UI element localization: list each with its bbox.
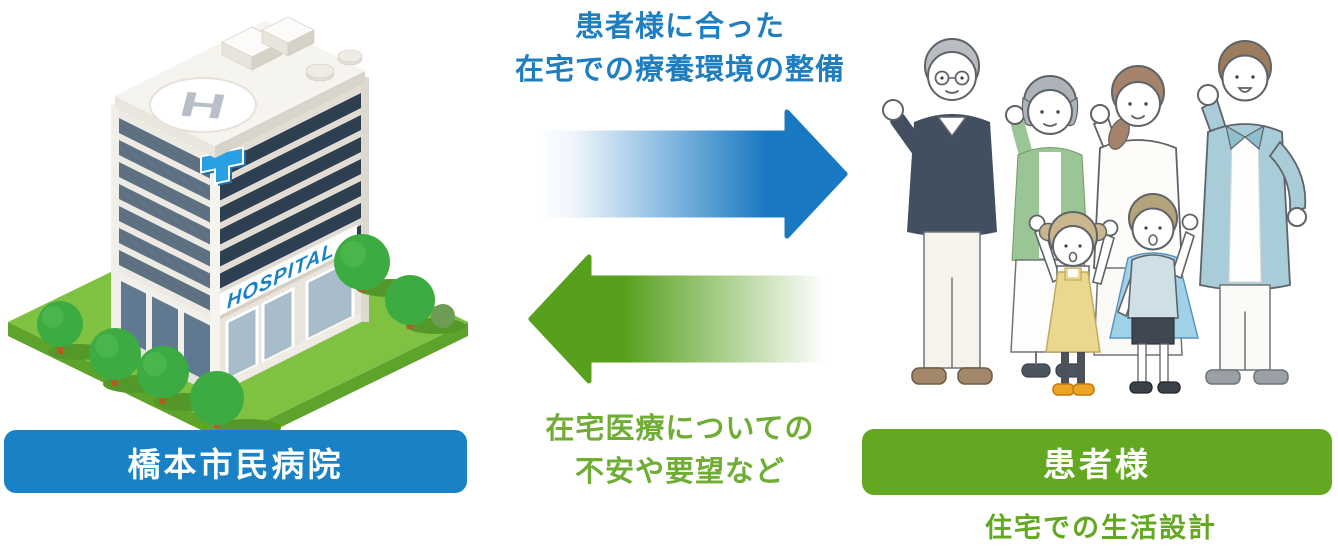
patient-sub-caption: 住宅での生活設計 [985, 513, 1217, 543]
hospital-illustration: HOSPITAL H [8, 16, 468, 430]
family-illustration [882, 38, 1307, 396]
caption-line: 患者様に合った [574, 11, 785, 43]
caption-line: 在宅での療養環境の整備 [514, 54, 845, 86]
person-girl [1028, 211, 1119, 396]
svg-text:H: H [176, 84, 231, 126]
person-grandfather [882, 38, 997, 385]
tree [190, 371, 281, 430]
rooftop-structures [221, 16, 363, 82]
hospital-to-patient-caption: 患者様に合った 在宅での療養環境の整備 [460, 6, 900, 92]
hospital-tower: HOSPITAL [111, 77, 369, 395]
arrow-left-green [528, 254, 844, 384]
caption-line: 在宅医療についての [545, 413, 815, 445]
bush [431, 304, 455, 328]
arrow-right-blue [534, 109, 848, 239]
tree [89, 328, 167, 393]
hospital-roof: H [115, 16, 365, 158]
patient-name-label: 患者様 [1043, 446, 1151, 483]
hospital-name-label: 橋本市民病院 [127, 445, 344, 483]
patient-name-plate: 患者様 [862, 429, 1332, 495]
helipad: H [149, 77, 257, 133]
person-father [1197, 40, 1307, 385]
person-boy [1109, 193, 1199, 394]
trees [37, 234, 466, 430]
hospital-name-plate: 橋本市民病院 [4, 430, 467, 493]
patient-to-hospital-caption: 在宅医療についての 不安や要望など [460, 408, 900, 494]
caption-line: 不安や要望など [574, 456, 785, 488]
tree [137, 346, 217, 411]
